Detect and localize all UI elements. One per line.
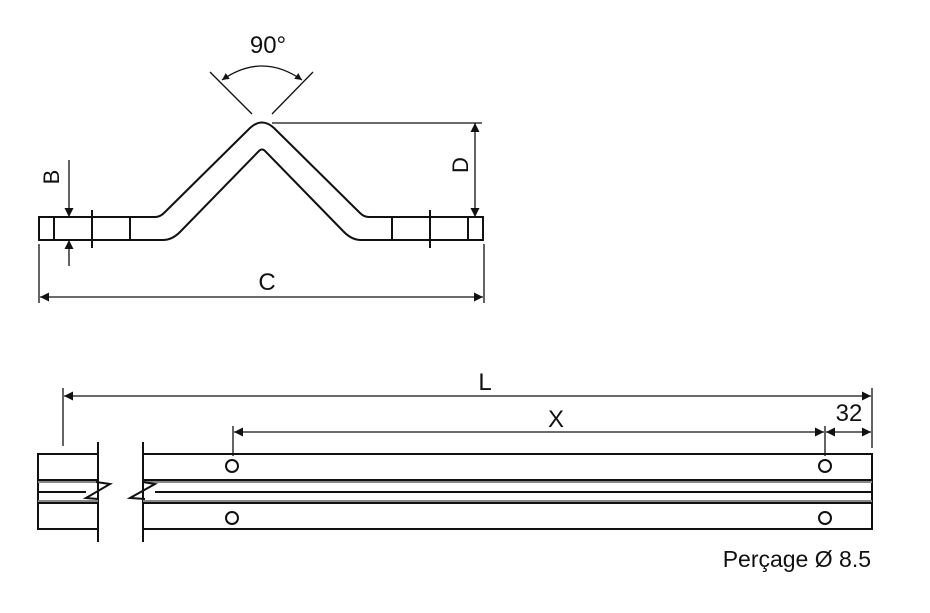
end-offset-label: 32 (836, 400, 863, 427)
width-label: C (258, 269, 275, 296)
hole-spacing-label: X (548, 406, 564, 433)
mounting-hole (225, 511, 239, 525)
profile-view: 90° B D C (38, 32, 485, 303)
mounting-hole (818, 459, 832, 473)
height-label: D (448, 157, 473, 173)
profile-inner-edge (38, 148, 484, 241)
mounting-hole (225, 459, 239, 473)
length-label: L (478, 369, 491, 396)
profile-outer-edge (38, 121, 484, 218)
mounting-hole (818, 511, 832, 525)
angle-label: 90° (250, 32, 286, 59)
drilling-caption: Perçage Ø 8.5 (723, 546, 871, 572)
rail-view: L X 32 (37, 369, 873, 542)
thickness-label: B (39, 170, 64, 185)
